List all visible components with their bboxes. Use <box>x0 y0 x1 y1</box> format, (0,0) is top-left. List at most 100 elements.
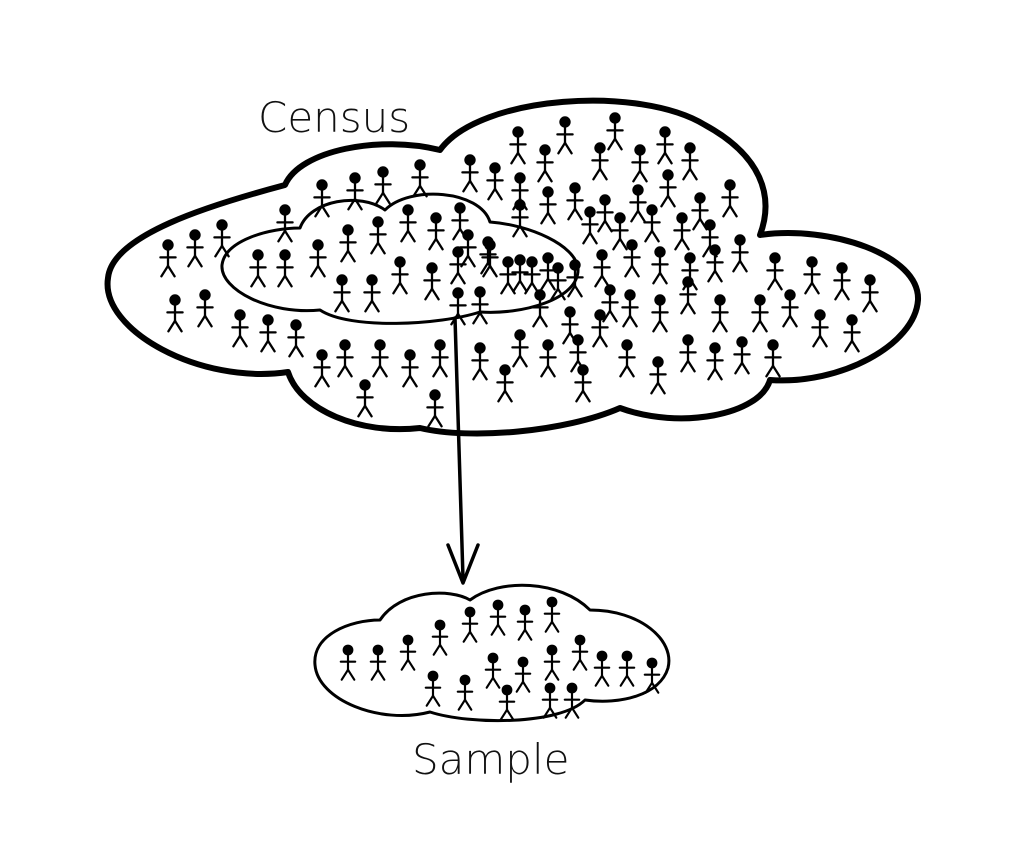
person-icon <box>309 239 327 278</box>
person-icon <box>499 256 517 295</box>
person-icon <box>581 206 599 245</box>
person-icon <box>751 294 769 333</box>
people-figures <box>159 112 879 721</box>
person-icon <box>781 289 799 328</box>
person-icon <box>811 309 829 348</box>
person-icon <box>733 336 751 375</box>
person-icon <box>556 116 574 155</box>
person-icon <box>536 144 554 183</box>
person-icon <box>541 682 559 719</box>
person-icon <box>618 339 636 378</box>
person-icon <box>213 219 231 258</box>
person-icon <box>833 262 851 301</box>
person-icon <box>363 274 381 313</box>
person-icon <box>313 349 331 388</box>
person-icon <box>196 289 214 328</box>
person-icon <box>649 356 667 395</box>
person-icon <box>449 287 467 326</box>
person-icon <box>401 349 419 388</box>
person-icon <box>461 606 479 643</box>
person-icon <box>451 202 469 241</box>
person-icon <box>231 309 249 348</box>
person-icon <box>571 634 589 671</box>
person-icon <box>511 329 529 368</box>
person-icon <box>549 262 567 301</box>
person-icon <box>706 342 724 381</box>
person-icon <box>563 682 581 719</box>
person-icon <box>369 644 387 681</box>
person-icon <box>539 186 557 225</box>
person-icon <box>651 246 669 285</box>
person-icon <box>681 142 699 181</box>
person-icon <box>721 179 739 218</box>
person-icon <box>621 289 639 328</box>
person-icon <box>593 249 611 288</box>
person-icon <box>803 256 821 295</box>
person-icon <box>356 379 374 418</box>
person-icon <box>566 259 584 298</box>
person-icon <box>651 294 669 333</box>
arrow-head <box>446 543 480 585</box>
person-icon <box>374 166 392 205</box>
person-icon <box>486 162 504 201</box>
person-icon <box>509 126 527 165</box>
person-icon <box>496 364 514 403</box>
person-icon <box>186 229 204 268</box>
person-icon <box>659 169 677 208</box>
person-icon <box>601 284 619 323</box>
person-icon <box>333 274 351 313</box>
arrow <box>446 316 480 585</box>
person-icon <box>427 212 445 251</box>
person-icon <box>643 204 661 243</box>
person-icon <box>591 309 609 348</box>
sample-label: Sample <box>412 735 569 784</box>
person-icon <box>623 239 641 278</box>
person-icon <box>346 172 364 211</box>
person-icon <box>399 634 417 671</box>
person-icon <box>339 644 357 681</box>
person-icon <box>618 650 636 687</box>
person-icon <box>591 142 609 181</box>
person-icon <box>336 339 354 378</box>
person-icon <box>431 619 449 656</box>
person-icon <box>566 182 584 221</box>
person-icon <box>764 339 782 378</box>
person-icon <box>471 286 489 325</box>
person-icon <box>259 314 277 353</box>
person-icon <box>514 656 532 693</box>
person-icon <box>449 246 467 285</box>
person-icon <box>606 112 624 151</box>
person-icon <box>484 652 502 689</box>
person-icon <box>539 339 557 378</box>
person-icon <box>166 294 184 333</box>
person-icon <box>456 674 474 711</box>
person-icon <box>159 239 177 278</box>
person-icon <box>479 236 497 275</box>
person-icon <box>611 212 629 251</box>
person-icon <box>656 126 674 165</box>
person-icon <box>399 204 417 243</box>
person-icon <box>523 256 541 295</box>
person-icon <box>679 276 697 315</box>
person-icon <box>424 670 442 707</box>
person-icon <box>426 389 444 428</box>
person-icon <box>371 339 389 378</box>
person-icon <box>766 252 784 291</box>
person-icon <box>711 294 729 333</box>
person-icon <box>461 154 479 193</box>
person-icon <box>543 644 561 681</box>
person-icon <box>249 249 267 288</box>
person-icon <box>276 204 294 243</box>
person-icon <box>673 212 691 251</box>
person-icon <box>313 179 331 218</box>
person-icon <box>543 596 561 633</box>
person-icon <box>287 319 305 358</box>
person-icon <box>731 234 749 273</box>
person-icon <box>596 194 614 233</box>
person-icon <box>369 216 387 255</box>
person-icon <box>511 199 529 238</box>
person-icon <box>391 256 409 295</box>
person-icon <box>276 249 294 288</box>
person-icon <box>593 650 611 687</box>
